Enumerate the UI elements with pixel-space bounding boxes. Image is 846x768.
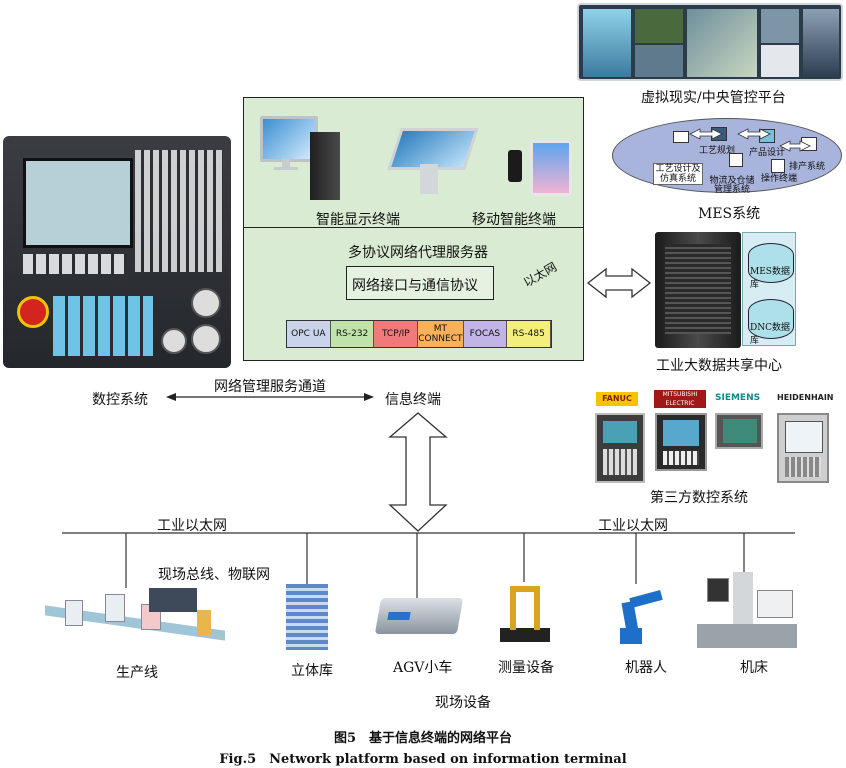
network-interface-box: 网络接口与通信协议	[346, 266, 494, 300]
ethernet-bus-right-label: 工业以太网	[598, 518, 668, 534]
mes-node-process-sim: 工艺设计及仿真系统	[653, 163, 703, 185]
measuring-device-image	[500, 582, 550, 648]
siemens-panel-image	[715, 413, 763, 449]
database-panel: MES数据库 DNC数据库	[742, 232, 796, 346]
field-devices-group-label: 现场设备	[435, 695, 491, 711]
mes-database-label: MES数据库	[750, 267, 790, 290]
protocol-cell: OPC UA	[287, 321, 331, 347]
info-terminal-label: 信息终端	[385, 392, 441, 408]
robot-image	[612, 584, 668, 646]
database-icon	[748, 299, 794, 339]
vertical-hollow-arrow	[388, 412, 448, 532]
protocol-cell: RS-485	[507, 321, 551, 347]
mes-node-product-design: 产品设计	[749, 148, 786, 158]
dnc-database-label: DNC数据库	[750, 323, 790, 346]
big-data-label: 工业大数据共享中心	[656, 358, 782, 374]
computer-icon	[673, 131, 689, 143]
tablet-image	[530, 140, 572, 196]
brand-logo-siemens: SIEMENS	[715, 393, 761, 403]
database-icon	[748, 243, 794, 283]
field-device-measuring: 测量设备	[498, 660, 554, 676]
warehouse-image	[286, 584, 328, 650]
mes-node-scheduling: 排产系统	[789, 162, 826, 172]
network-channel-label: 网络管理服务通道	[214, 379, 326, 395]
mes-node-operator-terminal: 操作终端	[761, 174, 798, 184]
field-device-warehouse: 立体库	[291, 663, 333, 679]
cnc-system-label: 数控系统	[92, 392, 148, 408]
mitsubishi-panel-image	[655, 413, 707, 471]
mes-node-process-planning: 工艺规划	[699, 146, 736, 156]
info-terminal-top-panel: 智能显示终端 移动智能终端	[243, 97, 584, 228]
mobile-terminal-label: 移动智能终端	[472, 212, 556, 228]
third-party-cnc-label: 第三方数控系统	[650, 490, 748, 506]
protocol-cell: TCP/IP	[374, 321, 419, 347]
server-tower-image	[655, 232, 741, 348]
brand-logo-mitsubishi: MITSUBISHI ELECTRIC	[654, 390, 706, 408]
fanuc-panel-image	[595, 413, 645, 483]
heidenhain-panel-image	[777, 413, 829, 483]
horizontal-hollow-arrow	[586, 267, 652, 299]
proxy-server-title: 多协议网络代理服务器	[348, 245, 488, 261]
field-device-machine-tool: 机床	[740, 660, 768, 676]
vr-center-label: 虚拟现实/中央管控平台	[641, 90, 786, 106]
field-device-production-line: 生产线	[116, 665, 158, 681]
computer-icon	[729, 153, 743, 167]
brand-logo-fanuc: FANUC	[596, 392, 638, 406]
field-device-robot: 机器人	[625, 660, 667, 676]
cnc-panel-image	[3, 136, 231, 368]
brand-logo-heidenhain: HEIDENHAIN	[777, 393, 834, 402]
ethernet-bus-left-label: 工业以太网	[157, 518, 227, 534]
field-device-agv: AGV小车	[393, 660, 453, 676]
fieldbus-label: 现场总线、物联网	[158, 567, 270, 583]
production-line-image	[45, 588, 225, 652]
machine-tool-image	[697, 572, 797, 652]
mes-label: MES系统	[698, 206, 761, 222]
vr-screens-image	[577, 3, 843, 81]
smart-display-label: 智能显示终端	[316, 212, 400, 228]
figure-caption-cn: 图5 基于信息终端的网络平台	[333, 731, 513, 746]
mes-ellipse: 工艺规划 产品设计 排产系统 工艺设计及仿真系统 物流及仓储管理系统 操作终端	[612, 118, 842, 195]
protocol-cell: FOCAS	[463, 321, 508, 347]
figure-caption-en: Fig.5 Network platform based on informat…	[219, 752, 627, 767]
network-interface-label: 网络接口与通信协议	[352, 278, 478, 294]
mes-node-logistics: 物流及仓储管理系统	[709, 176, 755, 195]
pc-tower-image	[310, 132, 340, 200]
mes-flow-arrows	[689, 128, 811, 152]
computer-icon	[771, 159, 785, 173]
protocol-cell: MT CONNECT	[418, 321, 464, 347]
phone-image	[508, 150, 522, 182]
protocol-cell: RS-232	[330, 321, 375, 347]
